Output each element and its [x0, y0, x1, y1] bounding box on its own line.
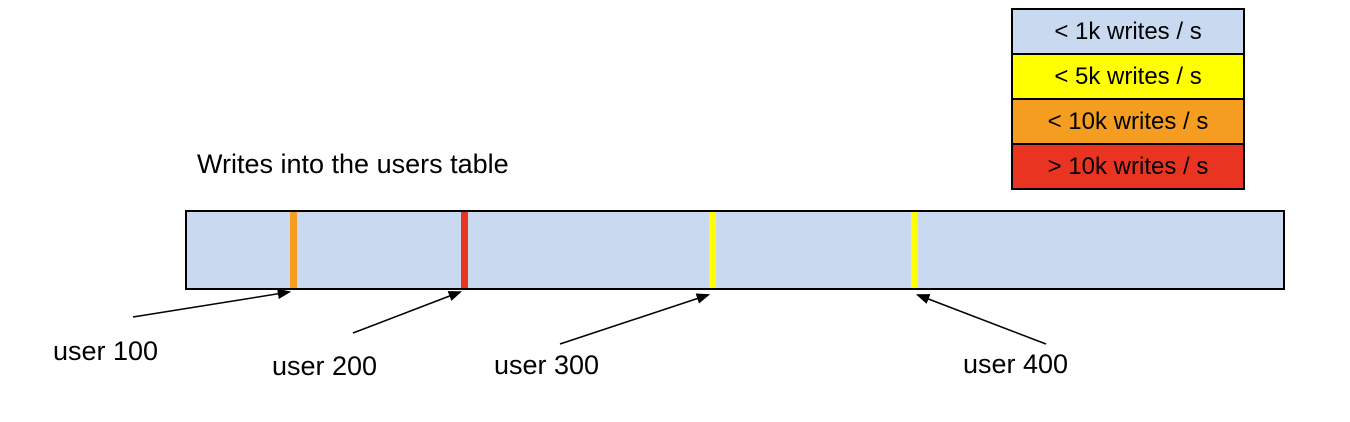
- legend-item-lt-1k-label: < 1k writes / s: [1054, 17, 1202, 45]
- arrow-user-200: [352, 291, 463, 334]
- legend-item-lt-5k: < 5k writes / s: [1011, 53, 1245, 100]
- diagram-title: Writes into the users table: [197, 149, 509, 179]
- legend: < 1k writes / s < 5k writes / s < 10k wr…: [1011, 8, 1245, 190]
- users-table-bar: [185, 210, 1285, 290]
- hotspot-stripe-user-100: [290, 212, 298, 288]
- legend-item-gt-10k: > 10k writes / s: [1011, 143, 1245, 190]
- label-user-100: user 100: [53, 336, 159, 366]
- legend-item-gt-10k-label: > 10k writes / s: [1047, 152, 1209, 180]
- hotspot-stripe-user-400: [911, 212, 919, 288]
- arrow-user-400: [915, 294, 1047, 345]
- legend-item-lt-10k-label: < 10k writes / s: [1047, 107, 1209, 135]
- arrow-user-100: [132, 288, 292, 318]
- hotspot-stripe-user-200: [461, 212, 468, 288]
- label-user-200: user 200: [272, 351, 378, 381]
- legend-item-lt-10k: < 10k writes / s: [1011, 98, 1245, 145]
- hotspot-stripe-user-300: [708, 212, 716, 288]
- label-user-400: user 400: [963, 349, 1069, 379]
- legend-item-lt-5k-label: < 5k writes / s: [1054, 62, 1202, 90]
- legend-item-lt-1k: < 1k writes / s: [1011, 8, 1245, 55]
- label-user-300: user 300: [494, 350, 600, 380]
- arrow-user-300: [559, 293, 711, 345]
